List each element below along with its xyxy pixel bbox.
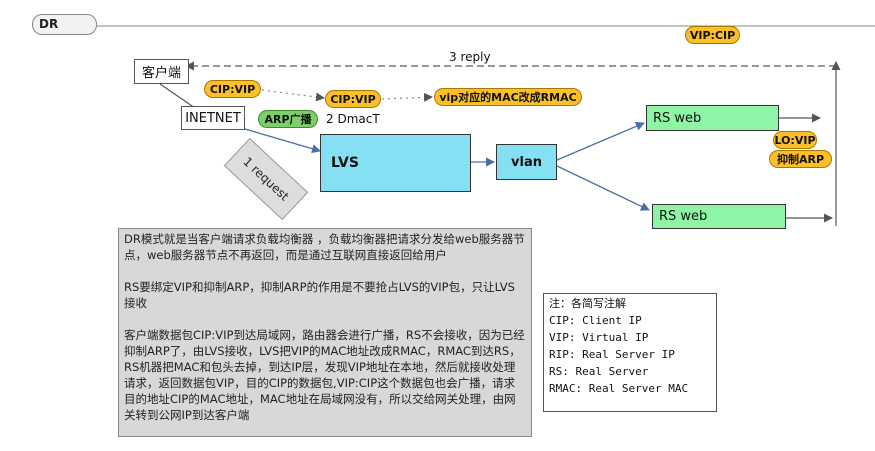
tag-dotted-1 — [261, 89, 325, 102]
description-paragraph-1: DR模式就是当客户端请求负载均衡器 ，负载均衡器把请求分发给web服务器节点，w… — [124, 232, 525, 262]
internet-node: INETNET — [181, 106, 245, 130]
tag-dotted-2 — [381, 92, 433, 102]
tag-vip-cip: VIP:CIP — [685, 26, 740, 44]
vlan-rs2-arrow — [556, 165, 650, 211]
diagram-title-tab: DR — [32, 14, 97, 35]
tag-suppress-arp: 抑制ARP — [769, 150, 832, 168]
description-panel: DR模式就是当客户端请求负载均衡器 ，负载均衡器把请求分发给web服务器节点，w… — [118, 228, 532, 437]
vlan-rs1-arrow — [556, 121, 645, 161]
rs-web-node-2: RS web — [652, 204, 786, 229]
abbreviation-notes: 注：各简写注解 CIP: Client IP VIP: Virtual IP R… — [543, 293, 717, 412]
description-paragraph-3: 客户端数据包CIP:VIP到达局域网，路由器会进行广播，RS不会接收，因为已经抑… — [124, 328, 525, 422]
notes-item: RS: Real Server — [549, 365, 649, 378]
vlan-node: vlan — [496, 144, 557, 180]
notes-item: RMAC: Real Server MAC — [549, 382, 689, 395]
tag-cip-vip-2: CIP:VIP — [325, 90, 381, 108]
notes-heading: 注：各简写注解 — [549, 297, 626, 310]
tag-vip-mac-rmac: vip对应的MAC改成RMAC — [434, 88, 582, 106]
lvs-node: LVS — [320, 134, 471, 192]
internet-lvs-arrow — [244, 128, 321, 154]
notes-item: VIP: Virtual IP — [549, 331, 649, 344]
notes-item: RIP: Real Server IP — [549, 348, 675, 361]
notes-item: CIP: Client IP — [549, 314, 642, 327]
dmac-label: 2 DmacT — [326, 112, 380, 126]
description-paragraph-2: RS要绑定VIP和抑制ARP，抑制ARP的作用是不要抢占LVS的VIP包，只让L… — [124, 280, 515, 310]
reply-label: 3 reply — [449, 50, 491, 64]
client-internet-line — [159, 83, 196, 109]
tag-lo-vip: LO:VIP — [773, 131, 817, 149]
tag-arp-broadcast: ARP广播 — [258, 110, 318, 128]
tag-cip-vip-1: CIP:VIP — [204, 80, 261, 98]
client-node: 客户端 — [134, 59, 189, 84]
rs-web-node-1: RS web — [646, 105, 779, 131]
